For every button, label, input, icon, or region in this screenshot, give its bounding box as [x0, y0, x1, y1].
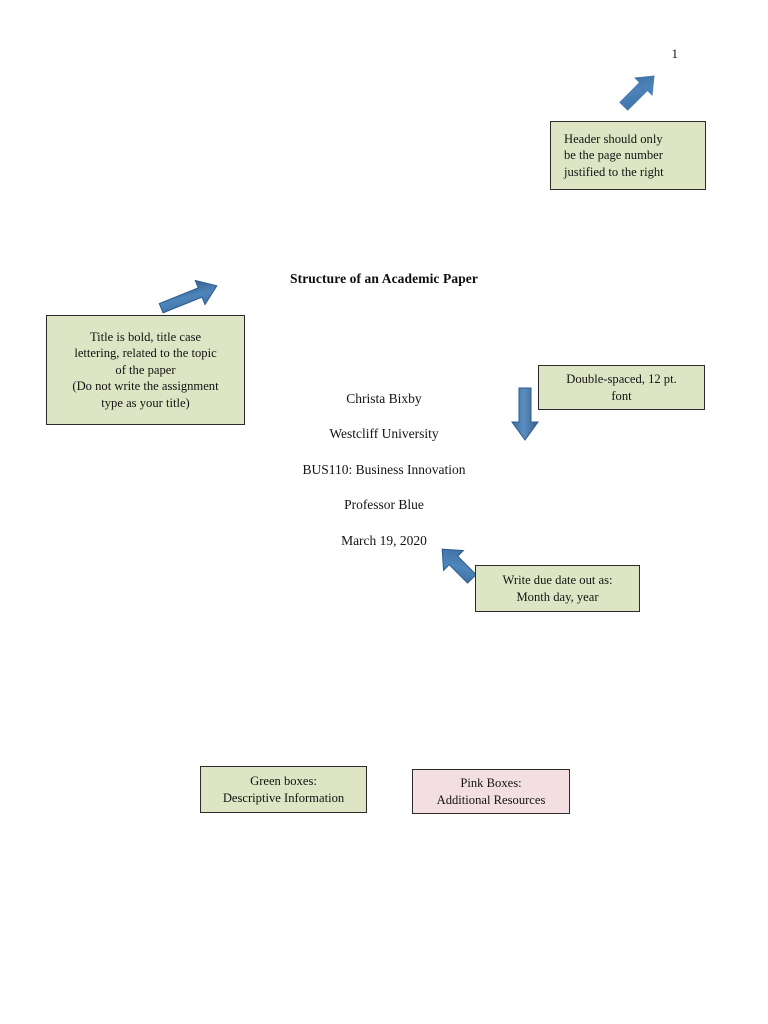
legend-green-line-2: Descriptive Information	[222, 790, 345, 805]
callout-header-line-3: justified to the right	[564, 164, 664, 179]
callout-due-date-line-1: Write due date out as:	[502, 572, 613, 587]
byline-instructor: Professor Blue	[344, 497, 424, 513]
legend-pink-line-1: Pink Boxes:	[460, 775, 522, 790]
callout-due-date-line-2: Month day, year	[516, 589, 599, 604]
callout-header-line-1: Header should only	[564, 131, 663, 146]
callout-title-line-4: (Do not write the assignment	[72, 379, 219, 394]
legend-green-boxes: Green boxes: Descriptive Information	[200, 766, 367, 813]
byline-institution: Westcliff University	[329, 426, 439, 442]
callout-title-line-1: Title is bold, title case	[89, 329, 202, 344]
page-number: 1	[671, 46, 679, 61]
byline-course: BUS110: Business Innovation	[302, 461, 466, 477]
callout-spacing-line-2: font	[611, 388, 632, 403]
callout-spacing-line-1: Double-spaced, 12 pt.	[566, 371, 677, 386]
callout-spacing-rule: Double-spaced, 12 pt. font	[538, 365, 705, 410]
byline-due-date: March 19, 2020	[341, 532, 427, 548]
callout-title-rule: Title is bold, title case lettering, rel…	[46, 315, 245, 425]
byline-author: Christa Bixby	[346, 391, 422, 406]
legend-pink-boxes: Pink Boxes: Additional Resources	[412, 769, 570, 814]
page-title-text: Structure of an Academic Paper	[290, 271, 478, 286]
page-title: Structure of an Academic Paper	[0, 271, 768, 287]
title-page-byline-block: Christa Bixby Westcliff University BUS11…	[128, 381, 640, 558]
callout-header-line-2: be the page number	[564, 148, 663, 163]
legend-green-line-1: Green boxes:	[250, 773, 317, 788]
callout-header-rule: Header should only be the page number ju…	[550, 121, 706, 190]
callout-title-line-2: lettering, related to the topic	[74, 346, 217, 361]
callout-title-line-3: of the paper	[115, 362, 176, 377]
legend-pink-line-2: Additional Resources	[436, 792, 546, 807]
arrow-to-page-number-icon	[615, 70, 663, 112]
callout-title-line-5: type as your title)	[101, 395, 190, 410]
callout-due-date-rule: Write due date out as: Month day, year	[475, 565, 640, 612]
